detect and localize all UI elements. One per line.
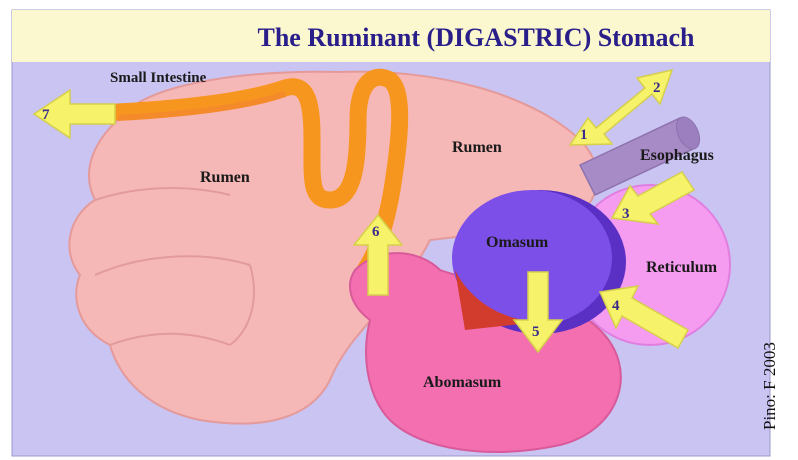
label-small-intestine: Small Intestine <box>110 70 207 86</box>
arrow-3-number: 3 <box>622 206 630 222</box>
image-credit: Pino: F 2003 <box>760 300 782 430</box>
label-esophagus: Esophagus <box>640 147 714 164</box>
arrow-1-number: 1 <box>580 127 588 143</box>
label-rumen-right: Rumen <box>452 139 502 156</box>
diagram-title: The Ruminant (DIGASTRIC) Stomach <box>258 23 696 52</box>
arrow-6-number: 6 <box>372 224 380 240</box>
label-reticulum: Reticulum <box>646 259 718 276</box>
arrow-5-number: 5 <box>532 324 540 340</box>
arrow-7-number: 7 <box>42 107 50 123</box>
arrow-4-number: 4 <box>612 298 620 314</box>
label-abomasum: Abomasum <box>423 374 502 391</box>
label-omasum: Omasum <box>486 234 549 251</box>
arrow-2-number: 2 <box>653 80 661 96</box>
label-rumen-left: Rumen <box>200 169 250 186</box>
